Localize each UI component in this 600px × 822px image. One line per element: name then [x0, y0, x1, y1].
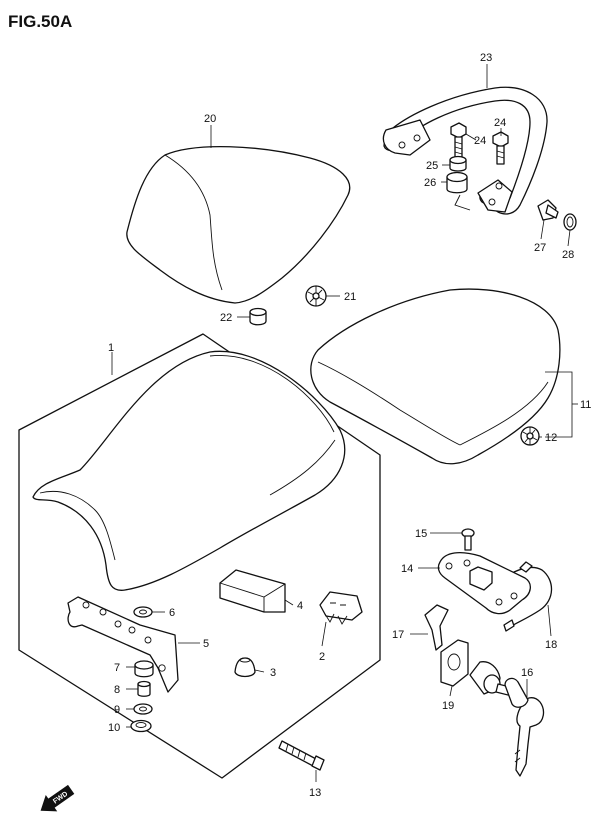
callout-3: 3	[270, 667, 276, 679]
grommet	[234, 657, 256, 678]
damper-rubber	[319, 591, 363, 625]
callout-26: 26	[424, 177, 436, 189]
callout-24-right: 24	[494, 117, 506, 129]
callout-14: 14	[401, 563, 413, 575]
grab-rail	[382, 86, 548, 215]
clip-17	[424, 604, 449, 651]
callout-13: 13	[309, 787, 321, 799]
callout-11: 11	[580, 399, 591, 411]
lock-cover	[440, 639, 469, 687]
callout-18: 18	[545, 639, 557, 651]
callout-16: 16	[521, 667, 533, 679]
callout-23: 23	[480, 52, 492, 64]
callout-25: 25	[426, 160, 438, 172]
callout-20: 20	[204, 113, 216, 125]
callout-21: 21	[344, 291, 356, 303]
forward-arrow-icon: FWD	[40, 784, 75, 812]
nut-10	[130, 719, 152, 733]
screw-15	[461, 528, 475, 551]
passenger-seat	[310, 288, 561, 465]
nut-27	[537, 199, 559, 221]
callout-2: 2	[319, 651, 325, 663]
bolt-13	[278, 740, 325, 771]
washer-9	[133, 703, 153, 715]
washer-6	[133, 606, 153, 618]
cushion-block	[219, 569, 286, 613]
callout-19: 19	[442, 700, 454, 712]
callout-numbers: 1 2 3 4 5 6 7 8 9 10 11 12 13 14 15 16 1…	[108, 52, 591, 799]
nut-21	[305, 285, 327, 307]
cushion-26	[446, 171, 468, 194]
callout-8: 8	[114, 684, 120, 696]
bolt-24-right	[492, 131, 509, 165]
nut-12	[520, 426, 540, 446]
callout-28: 28	[562, 249, 574, 261]
callout-17: 17	[392, 629, 404, 641]
callout-7: 7	[114, 662, 120, 674]
callout-24-left: 24	[474, 135, 486, 147]
callout-9: 9	[114, 704, 120, 716]
key	[504, 677, 545, 777]
bolt-24-left	[450, 122, 467, 159]
ring-28	[563, 213, 577, 231]
seat-tail-cowl	[126, 145, 351, 304]
callout-5: 5	[203, 638, 209, 650]
callout-6: 6	[169, 607, 175, 619]
callout-4: 4	[297, 600, 303, 612]
callout-12: 12	[545, 432, 557, 444]
callout-15: 15	[415, 528, 427, 540]
collar-22	[249, 307, 267, 326]
seat-assembly-outline	[18, 333, 381, 779]
figure-title: FIG.50A	[8, 12, 72, 31]
callout-10: 10	[108, 722, 120, 734]
callout-27: 27	[534, 242, 546, 254]
collar-7	[134, 660, 154, 678]
callout-1: 1	[108, 342, 114, 354]
front-seat	[32, 350, 346, 591]
spacer-8	[137, 680, 151, 697]
washer-25	[449, 155, 467, 172]
seat-bracket	[67, 596, 179, 693]
leader-lines	[111, 64, 578, 782]
callout-22: 22	[220, 312, 232, 324]
lock-cable	[503, 561, 553, 632]
seat-lock	[437, 551, 531, 615]
